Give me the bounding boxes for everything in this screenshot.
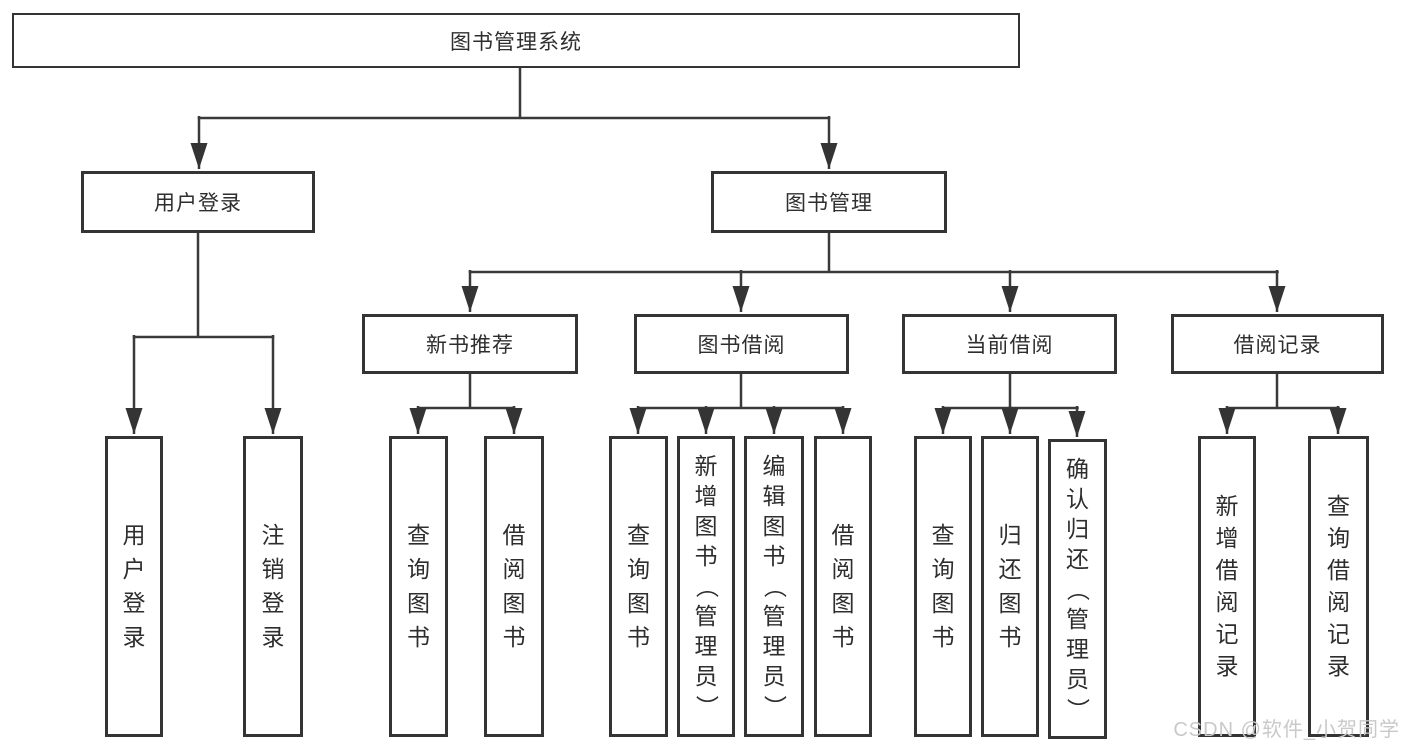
leaf-query-books-current: 查询图书 [914, 436, 972, 737]
node-borrowing-records: 借阅记录 [1171, 314, 1384, 374]
leaf-user-login: 用户登录 [105, 436, 163, 737]
leaf-borrow-books-borrowing: 借阅图书 [814, 436, 872, 737]
leaf-add-book-admin: 新增图书（管理员） [677, 436, 735, 737]
leaf-edit-book-admin: 编辑图书（管理员） [744, 436, 804, 737]
node-root-label: 图书管理系统 [450, 30, 582, 54]
leaf-confirm-return-admin: 确认归还（管理员） [1048, 439, 1107, 739]
node-book-borrowing-label: 图书借阅 [697, 334, 786, 357]
leaf-query-borrow-record-label: 查询借阅记录 [1327, 493, 1350, 679]
leaf-query-books-borrowing-label: 查询图书 [627, 522, 650, 650]
leaf-add-borrow-record: 新增借阅记录 [1198, 436, 1256, 737]
node-book-management-label: 图书管理 [785, 192, 873, 215]
node-user-login: 用户登录 [81, 171, 315, 233]
leaf-confirm-return-admin-label: 确认归还（管理员） [1065, 455, 1091, 721]
leaf-query-books-current-label: 查询图书 [931, 522, 955, 650]
leaf-add-book-admin-label: 新增图书（管理员） [693, 453, 720, 719]
leaf-query-borrow-record: 查询借阅记录 [1308, 436, 1369, 737]
node-current-borrowing-label: 当前借阅 [965, 334, 1054, 357]
csdn-watermark: CSDN @软件_小贺同学 [1173, 719, 1400, 741]
leaf-logout: 注销登录 [243, 436, 303, 737]
node-user-login-label: 用户登录 [154, 192, 242, 215]
leaf-logout-label: 注销登录 [261, 522, 285, 650]
leaf-return-books: 归还图书 [981, 436, 1039, 737]
leaf-add-borrow-record-label: 新增借阅记录 [1215, 493, 1239, 679]
leaf-edit-book-admin-label: 编辑图书（管理员） [761, 453, 788, 719]
leaf-return-books-label: 归还图书 [998, 522, 1022, 650]
node-borrowing-records-label: 借阅记录 [1233, 334, 1322, 357]
leaf-query-books-recommend-label: 查询图书 [407, 522, 430, 650]
leaf-borrow-books-recommend: 借阅图书 [484, 436, 544, 737]
leaf-user-login-label: 用户登录 [122, 522, 146, 650]
node-new-book-recommendation: 新书推荐 [362, 314, 578, 374]
node-current-borrowing: 当前借阅 [902, 314, 1117, 374]
leaf-borrow-books-borrowing-label: 借阅图书 [831, 522, 855, 650]
leaf-query-books-recommend: 查询图书 [389, 436, 448, 737]
leaf-query-books-borrowing: 查询图书 [609, 436, 668, 737]
leaf-borrow-books-recommend-label: 借阅图书 [502, 522, 526, 650]
node-root-system: 图书管理系统 [12, 13, 1020, 68]
node-book-management: 图书管理 [711, 171, 947, 233]
node-new-book-recommendation-label: 新书推荐 [426, 334, 514, 357]
node-book-borrowing: 图书借阅 [634, 314, 849, 374]
